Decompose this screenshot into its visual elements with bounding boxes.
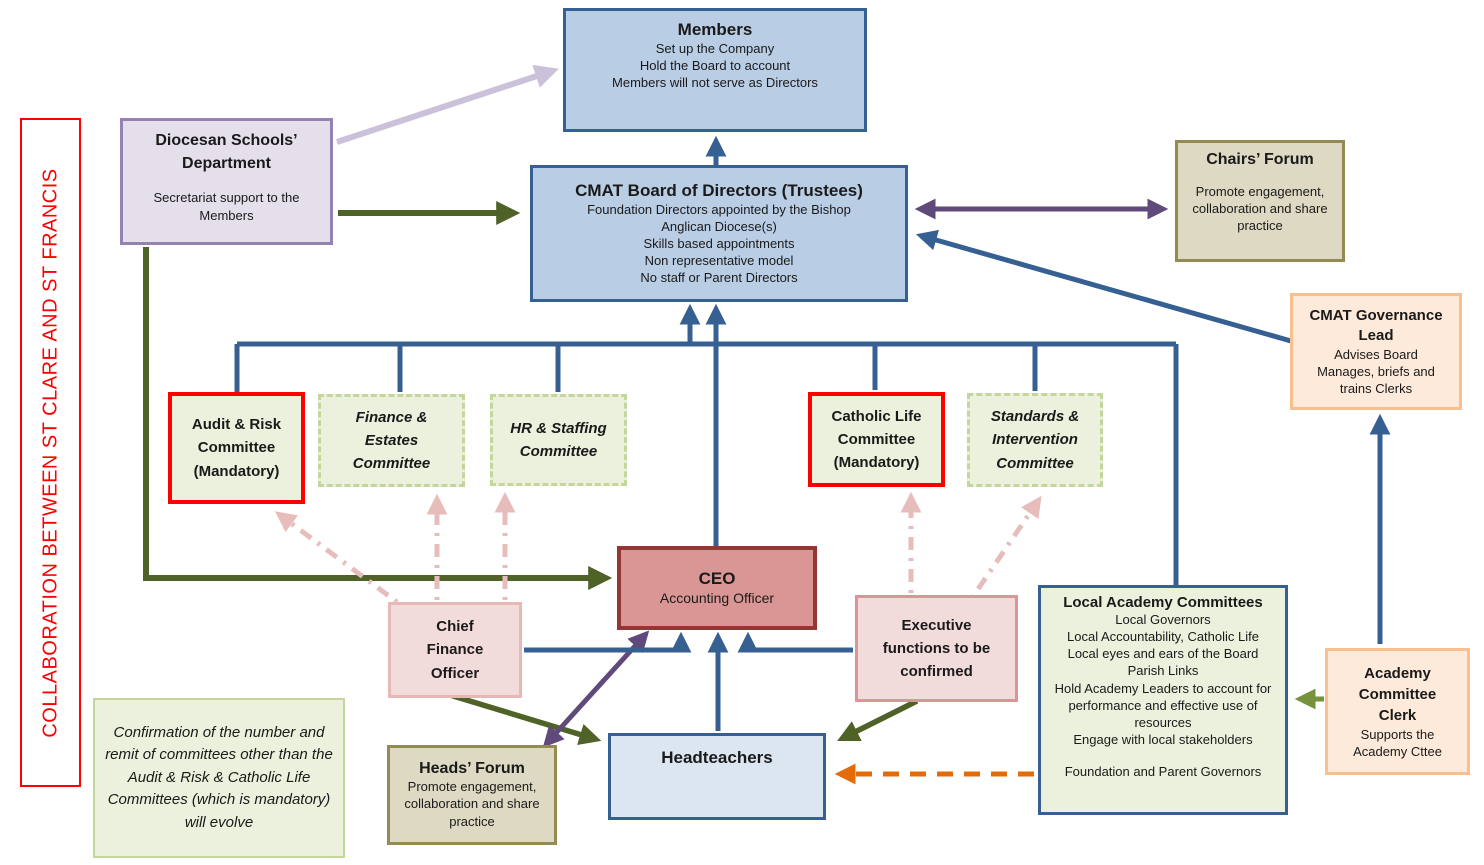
heads-forum-title: Heads’ Forum xyxy=(419,760,525,778)
local-academy-committees-box: Local Academy Committees Local Governors… xyxy=(1038,585,1288,815)
ceo-box: CEO Accounting Officer xyxy=(617,546,817,630)
board-line: Anglican Diocese(s) xyxy=(661,218,777,234)
ceo-line: Accounting Officer xyxy=(659,589,775,606)
arrow-governance-lead-to-board xyxy=(915,229,1292,344)
standards-intervention-committee-box: Standards & Intervention Committee xyxy=(967,393,1103,487)
collaboration-banner: COLLABORATION BETWEEN ST CLARE AND ST FR… xyxy=(20,118,81,787)
finance-estates-committee-label: Finance & Estates Committee xyxy=(352,408,431,473)
governance-lead-line: Advises Board xyxy=(1334,347,1418,363)
board-line: Foundation Directors appointed by the Bi… xyxy=(587,201,851,217)
note-text: Confirmation of the number and remit of … xyxy=(105,723,333,831)
chairs-forum-box: Chairs’ Forum Promote engagement, collab… xyxy=(1175,140,1345,262)
chairs-forum-line: Promote engagement, collaboration and sh… xyxy=(1192,184,1328,234)
cfo-label: Chief Finance Officer xyxy=(426,618,484,682)
standards-intervention-committee-label: Standards & Intervention Committee xyxy=(990,408,1080,472)
arrow-cfo-to-audit-committee xyxy=(274,511,399,605)
heads-forum-line: Promote engagement, collaboration and sh… xyxy=(404,779,540,829)
collaboration-banner-text: COLLABORATION BETWEEN ST CLARE AND ST FR… xyxy=(39,167,61,738)
arrow-executive-to-ceo xyxy=(737,631,853,653)
diocesan-line: Secretariat support to the Members xyxy=(153,190,300,223)
members-line: Hold the Board to account xyxy=(639,58,791,74)
arrow-executive-to-headteachers xyxy=(837,698,919,741)
ceo-title: CEO xyxy=(698,568,736,588)
board-line: Skills based appointments xyxy=(643,235,795,251)
board-committee-tree-line xyxy=(234,341,1179,585)
academy-clerk-title: Academy Committee Clerk xyxy=(1358,664,1437,724)
arrow-ceo-heads-forum xyxy=(542,630,650,748)
members-box: Members Set up the Company Hold the Boar… xyxy=(563,8,867,132)
diocesan-title: Diocesan Schools’ Department xyxy=(155,132,298,173)
diocesan-box: Diocesan Schools’ Department Secretariat… xyxy=(120,118,333,245)
heads-forum-box: Heads’ Forum Promote engagement, collabo… xyxy=(387,745,557,845)
local-academy-line: Foundation and Parent Governors xyxy=(1064,764,1262,780)
local-academy-line: Engage with local stakeholders xyxy=(1073,732,1253,748)
hr-staffing-committee-label: HR & Staffing Committee xyxy=(510,419,607,460)
board-box: CMAT Board of Directors (Trustees) Found… xyxy=(530,165,908,302)
headteachers-title: Headteachers xyxy=(661,748,773,767)
catholic-life-committee-label: Catholic Life Committee (Mandatory) xyxy=(831,407,922,472)
governance-lead-line: Manages, briefs and trains Clerks xyxy=(1317,364,1435,397)
members-line: Members will not serve as Directors xyxy=(612,75,818,91)
cfo-box: Chief Finance Officer xyxy=(388,602,522,698)
local-academy-line: Parish Links xyxy=(1127,663,1199,679)
audit-risk-committee-box: Audit & Risk Committee (Mandatory) xyxy=(168,392,305,504)
committee-evolution-note: Confirmation of the number and remit of … xyxy=(93,698,345,858)
local-academy-line: Hold Academy Leaders to account for perf… xyxy=(1054,680,1272,730)
members-line: Set up the Company xyxy=(655,41,775,56)
audit-risk-committee-label: Audit & Risk Committee (Mandatory) xyxy=(191,416,282,480)
academy-clerk-box: Academy Committee Clerk Supports the Aca… xyxy=(1325,648,1470,775)
chairs-forum-title: Chairs’ Forum xyxy=(1206,151,1314,168)
local-academy-title: Local Academy Committees xyxy=(1063,594,1263,611)
local-academy-line: Local eyes and ears of the Board xyxy=(1067,646,1259,662)
board-line: No staff or Parent Directors xyxy=(640,270,798,286)
members-title: Members xyxy=(677,20,753,39)
academy-clerk-line: Supports the Academy Cttee xyxy=(1353,726,1442,759)
headteachers-box: Headteachers xyxy=(608,733,826,820)
executive-functions-label: Executive functions to be confirmed xyxy=(882,616,991,681)
board-title: CMAT Board of Directors (Trustees) xyxy=(575,180,863,200)
arrow-diocesan-to-members xyxy=(336,64,559,145)
governance-lead-box: CMAT Governance Lead Advises Board Manag… xyxy=(1290,293,1462,410)
governance-lead-title: CMAT Governance Lead xyxy=(1309,306,1443,344)
finance-estates-committee-box: Finance & Estates Committee xyxy=(318,394,465,487)
board-line: Non representative model xyxy=(644,253,794,269)
local-academy-line: Local Governors xyxy=(1115,612,1211,627)
arrow-diocesan-to-ceo xyxy=(143,247,613,590)
arrow-cfo-to-ceo xyxy=(524,631,692,653)
arrow-executive-to-standards-committee xyxy=(969,495,1042,600)
hr-staffing-committee-box: HR & Staffing Committee xyxy=(490,394,627,486)
executive-functions-box: Executive functions to be confirmed xyxy=(855,595,1018,702)
local-academy-line: Local Accountability, Catholic Life xyxy=(1067,629,1259,645)
catholic-life-committee-box: Catholic Life Committee (Mandatory) xyxy=(808,392,945,487)
